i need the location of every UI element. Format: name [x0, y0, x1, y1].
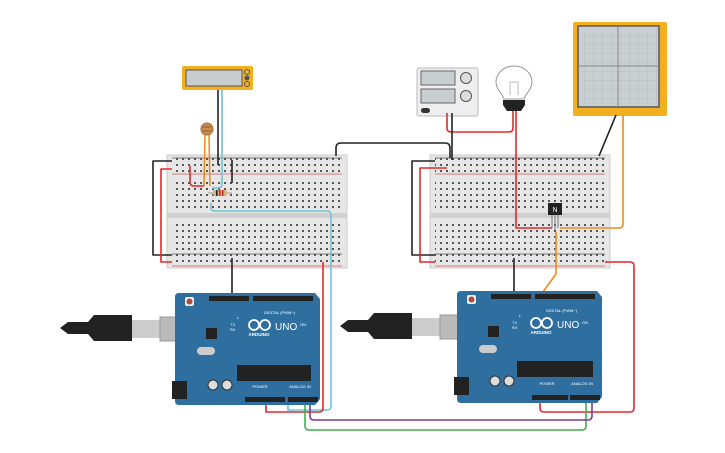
wire-red[interactable]	[160, 168, 172, 263]
wire-red[interactable]	[446, 111, 514, 133]
wire-black[interactable]	[411, 160, 435, 256]
wire-black[interactable]	[152, 160, 172, 256]
arduino-logo-icon	[248, 319, 271, 331]
led-tx-label: TX	[230, 322, 235, 327]
wire-red[interactable]	[539, 261, 635, 413]
arduino-logo-icon	[530, 317, 553, 329]
led-on-label: ON	[582, 320, 588, 325]
led-on-label: ON	[300, 322, 306, 327]
wire-red[interactable]	[265, 262, 324, 413]
wire-cyan[interactable]	[212, 90, 223, 189]
analog-label: ANALOG IN	[571, 381, 593, 386]
mode-dial-icon[interactable]	[244, 69, 250, 75]
digital-label: DIGITAL (PWM~)	[546, 308, 578, 313]
arduino-uno-2[interactable]: DIGITAL (PWM~) L TX RX ON ARDUINO UNO PO…	[454, 291, 602, 403]
power-label: POWER	[252, 384, 267, 389]
resistor[interactable]	[208, 190, 232, 196]
brand-label: ARDUINO	[531, 330, 552, 335]
wires	[152, 90, 635, 431]
breadboard-1[interactable]	[166, 154, 348, 269]
model-label: UNO	[557, 320, 579, 331]
model-label: UNO	[275, 322, 297, 333]
led-rx-label: RX	[230, 327, 236, 332]
light-bulb[interactable]	[495, 65, 533, 111]
led-rx-label: RX	[512, 325, 518, 330]
arduino-uno-1[interactable]: DIGITAL (PWM~) L TX RX ON ARDUINO UNO PO…	[172, 293, 320, 405]
wire-red[interactable]	[189, 166, 204, 187]
power-supply[interactable]	[416, 67, 479, 117]
wire-red[interactable]	[515, 111, 552, 229]
power-switch[interactable]	[421, 108, 430, 113]
wire-black[interactable]	[598, 114, 617, 157]
breadboard-2[interactable]	[429, 154, 611, 269]
transistor-label: N	[552, 207, 557, 214]
digital-label: DIGITAL (PWM~)	[264, 310, 296, 315]
oscilloscope[interactable]	[573, 22, 667, 116]
wire-orange[interactable]	[539, 232, 557, 297]
wire-red[interactable]	[419, 167, 447, 263]
brand-label: ARDUINO	[249, 332, 270, 337]
reset-button[interactable]	[468, 296, 475, 303]
wire-green[interactable]	[304, 402, 587, 431]
transistor[interactable]: N	[548, 203, 562, 230]
led-l-label: L	[237, 315, 240, 320]
led-l-label: L	[519, 313, 522, 318]
multimeter[interactable]	[182, 66, 253, 90]
wire-cyan[interactable]	[210, 203, 332, 411]
photoresistor[interactable]	[200, 122, 214, 187]
voltage-knob-icon[interactable]	[460, 72, 472, 84]
current-knob-icon[interactable]	[460, 90, 472, 102]
wire-purple[interactable]	[309, 402, 593, 421]
led-tx-label: TX	[512, 320, 517, 325]
analog-label: ANALOG IN	[289, 384, 311, 389]
reset-button[interactable]	[186, 298, 193, 305]
usb-cable-2[interactable]	[340, 313, 477, 340]
power-label: POWER	[539, 381, 554, 386]
wire-black[interactable]	[335, 142, 451, 158]
wire-orange[interactable]	[560, 115, 624, 229]
